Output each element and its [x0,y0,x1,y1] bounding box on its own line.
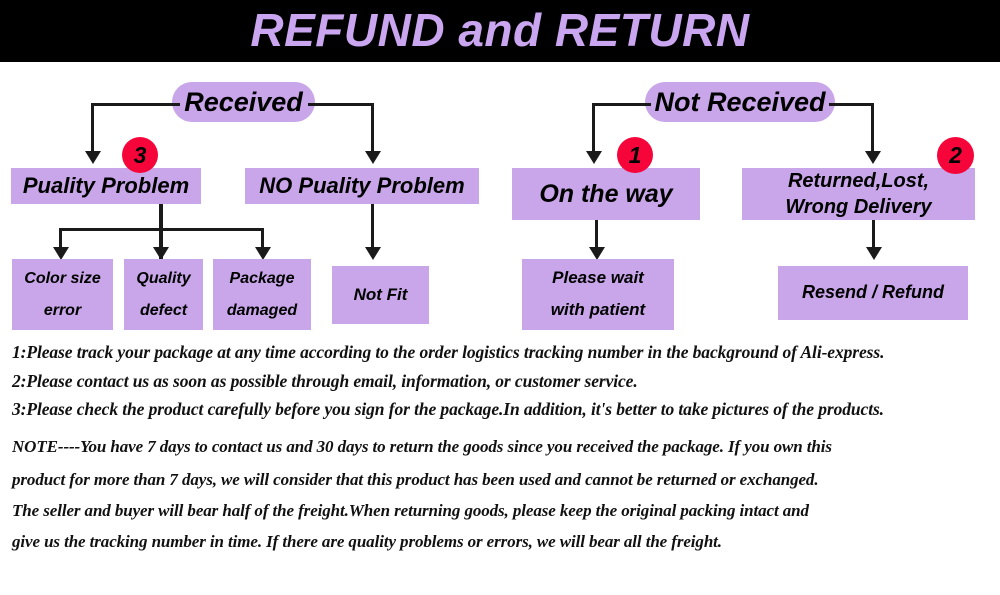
node-not-fit: Not Fit [332,266,429,324]
connector-received-horizontal-right [308,103,374,106]
node-returned-lost-wrong-delivery: Returned,Lost, Wrong Delivery [742,168,975,220]
node-please-wait-line1: Please wait [552,268,644,288]
connector-on-the-way-to-please-wait [595,220,598,254]
note-line-1: 1:Please track your package at any time … [12,342,885,362]
arrow-to-package-damaged [255,247,271,260]
node-resend-refund: Resend / Refund [778,266,968,320]
connector-not-received-left-vertical [592,103,595,151]
arrow-not-received-to-on-the-way [586,151,602,164]
connector-not-received-horizontal [594,103,651,106]
connector-not-received-horizontal-right [829,103,874,106]
paragraph-line-3: The seller and buyer will bear half of t… [12,501,809,520]
paragraph-line-4: give us the tracking number in time. If … [12,532,722,551]
node-color-size-error: Color size error [12,259,113,330]
arrow-received-to-puality-problem [85,151,101,164]
arrow-to-quality-defect [153,247,169,260]
connector-received-right-vertical [371,103,374,151]
node-received: Received [172,82,315,122]
connector-puality-branch-3 [261,228,264,254]
connector-puality-branch-2 [159,228,162,254]
node-package-damaged: Package damaged [213,259,311,330]
node-puality-problem: Puality Problem [11,168,201,204]
node-quality-defect-line1: Quality [136,269,191,287]
node-returned-lost-line1: Returned,Lost, [787,170,930,193]
node-package-damaged-line2: damaged [226,301,298,319]
arrow-to-color-size-error [53,247,69,260]
header-bar [0,0,1000,62]
paragraph-line-1: NOTE----You have 7 days to contact us an… [12,437,832,456]
page-title: REFUND and RETURN [250,4,750,56]
arrow-to-resend-refund [866,247,882,260]
connector-returned-to-resend-refund [872,220,875,254]
node-please-wait-line2: with patient [550,300,646,319]
node-color-size-error-line2: error [43,301,82,319]
arrow-to-not-fit [365,247,381,260]
node-color-size-error-line1: Color size [24,269,101,287]
connector-received-horizontal [93,103,180,106]
connector-no-puality-to-not-fit [371,204,374,254]
note-line-2: 2:Please contact us as soon as possible … [12,371,638,391]
note-line-3: 3:Please check the product carefully bef… [12,399,884,419]
badge-3: 3 [122,137,158,173]
arrow-not-received-to-returned-lost [865,151,881,164]
arrow-to-please-wait [589,247,605,260]
connector-received-left-vertical [91,103,94,151]
node-not-received: Not Received [645,82,835,122]
badge-2: 2 [937,137,974,174]
connector-puality-branch-1 [59,228,62,254]
node-quality-defect-line2: defect [139,301,188,319]
badge-1: 1 [617,137,653,173]
node-no-puality-problem: NO Puality Problem [245,168,479,204]
connector-not-received-right-vertical [871,103,874,151]
paragraph-line-2: product for more than 7 days, we will co… [12,470,819,489]
node-please-wait: Please wait with patient [522,259,674,330]
node-on-the-way: On the way [512,168,700,220]
node-quality-defect: Quality defect [124,259,203,330]
node-package-damaged-line1: Package [229,269,295,287]
arrow-received-to-no-puality-problem [365,151,381,164]
node-returned-lost-line2: Wrong Delivery [785,195,932,218]
